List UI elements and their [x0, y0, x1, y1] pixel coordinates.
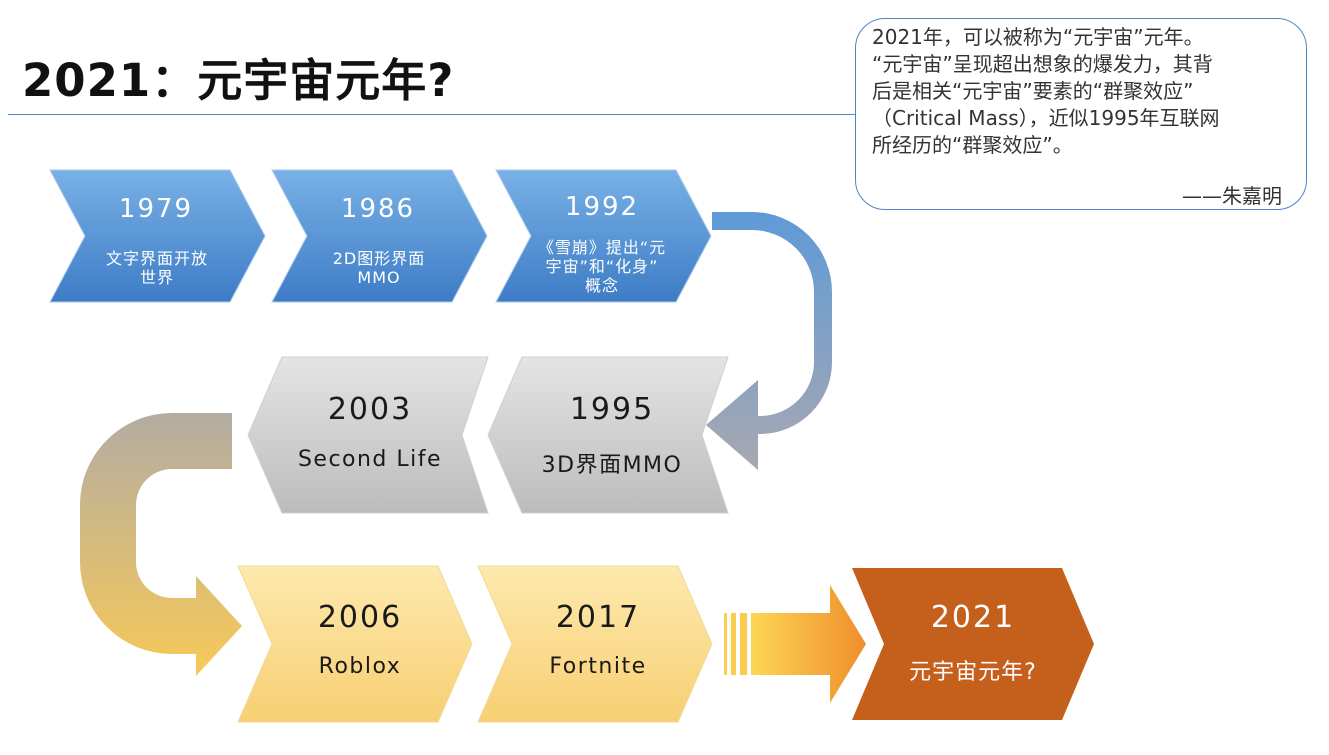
chevron-1995 — [487, 356, 729, 514]
milestone-desc-2006: Roblox — [318, 654, 402, 679]
chevron-1992 — [495, 169, 712, 303]
page-title: 2021：元宇宙元年? — [22, 54, 455, 107]
chevron-1986 — [271, 169, 488, 303]
milestone-desc-1992: 《雪崩》提出“元 宇宙”和“化身” 概念 — [537, 238, 667, 295]
milestone-year-2017: 2017 — [555, 600, 641, 635]
quote-line: 所经历的“群聚效应”。 — [872, 133, 1073, 157]
quote-author: ——朱嘉明 — [1182, 184, 1282, 208]
connector-stripe — [731, 613, 736, 675]
milestone-desc-2003: Second Life — [297, 447, 443, 472]
title-underline — [8, 114, 856, 115]
quote-callout-box — [855, 18, 1307, 210]
milestone-year-1979: 1979 — [118, 194, 194, 224]
milestone-desc-2017: Fortnite — [549, 654, 647, 679]
milestone-year-2021: 2021 — [930, 600, 1016, 635]
chevron-1979 — [49, 169, 266, 303]
quote-line: 后是相关“元宇宙”要素的“群聚效应” — [872, 79, 1194, 103]
chevron-2017 — [477, 565, 713, 723]
quote-text: 2021年，可以被称为“元宇宙”元年。 “元宇宙”呈现超出想象的爆发力，其背 后… — [872, 24, 1290, 159]
milestone-desc-1986: 2D图形界面 MMO — [332, 249, 426, 287]
chevron-2006 — [237, 565, 473, 723]
connector-arrow — [751, 585, 866, 703]
u-turn-arrow-left — [80, 413, 242, 676]
connector-stripe — [740, 613, 747, 675]
chevron-2021 — [852, 568, 1094, 720]
milestone-desc-2021: 元宇宙元年? — [909, 660, 1037, 685]
u-turn-arrow-right — [706, 212, 832, 470]
quote-line: （Critical Mass），近似1995年互联网 — [872, 106, 1220, 130]
milestone-desc-1979: 文字界面开放 世界 — [105, 249, 208, 287]
milestone-desc-1995: 3D界面MMO — [541, 453, 683, 478]
connector-stripe — [724, 613, 727, 675]
milestone-year-1995: 1995 — [569, 392, 655, 427]
quote-line: “元宇宙”呈现超出想象的爆发力，其背 — [872, 52, 1213, 76]
milestone-year-1992: 1992 — [564, 192, 640, 222]
chevron-2003 — [247, 356, 489, 514]
milestone-year-2006: 2006 — [317, 600, 403, 635]
milestone-year-1986: 1986 — [340, 194, 416, 224]
quote-line: 2021年，可以被称为“元宇宙”元年。 — [872, 25, 1204, 49]
milestone-year-2003: 2003 — [327, 392, 413, 427]
